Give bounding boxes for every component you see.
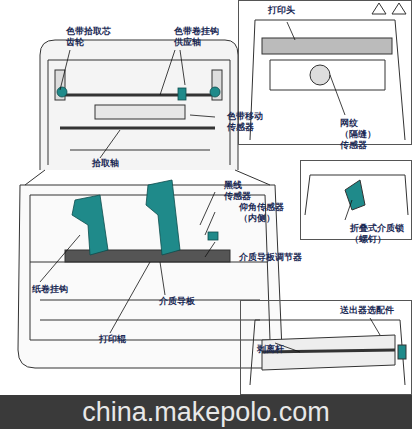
- part-label: 网纹（隔缝） 传感器: [340, 118, 352, 151]
- part-label: 色带卷挂钩 供应轴: [174, 26, 186, 48]
- part-label: 拾取轴: [92, 158, 104, 169]
- watermark: china.makepolo.com: [82, 397, 330, 427]
- part-label: 黑线 传感器: [224, 180, 236, 202]
- part-label: 介质导板: [159, 296, 171, 307]
- part-label: 纸卷挂钩: [32, 284, 44, 295]
- part-label: 仰角传感器 （内侧）: [239, 202, 251, 224]
- part-label: 送出器选配件: [340, 305, 352, 316]
- part-label: 色带移动 传感器: [227, 111, 239, 133]
- inset-frame: 折叠式介质锁 （螺钉）: [300, 160, 412, 240]
- part-label: 色带拾取芯 齿轮: [66, 26, 78, 48]
- part-label: 折叠式介质锁 （螺钉）: [350, 223, 362, 245]
- part-label: 打印辊: [99, 334, 111, 345]
- part-label: 介质导板调节器: [239, 252, 251, 263]
- part-label: 剥离杆: [257, 344, 269, 355]
- part-label: 打印头: [268, 5, 280, 16]
- inset-frame: 送出器选配件剥离杆: [240, 300, 412, 395]
- inset-frame: 打印头网纹（隔缝） 传感器: [238, 0, 412, 145]
